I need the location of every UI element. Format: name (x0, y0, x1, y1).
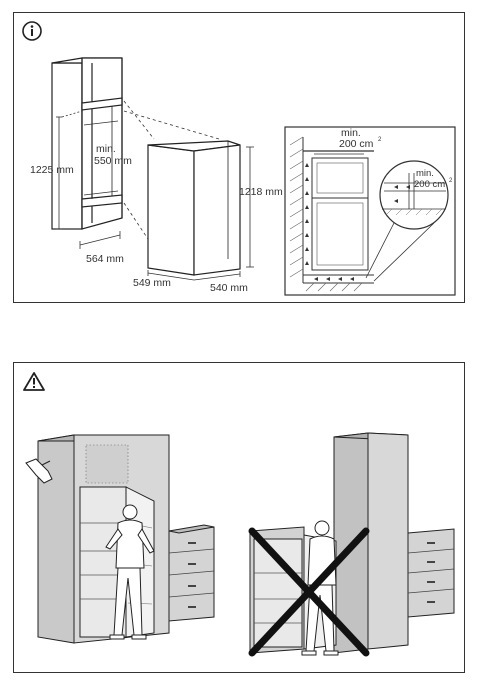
door-clearance-warning-panel (13, 362, 465, 673)
appliance-height-label: 1218 mm (239, 186, 283, 198)
correct-scene (25, 434, 215, 644)
appliance-width-label: 540 mm (210, 282, 248, 294)
detail-ventilation-superscript: 2 (449, 178, 453, 184)
appliance-height-dimension (246, 146, 254, 268)
warning-icon (23, 372, 45, 391)
top-ventilation-superscript: 2 (378, 137, 382, 143)
warning-diagram (23, 372, 455, 657)
niche-cabinet (51, 57, 123, 230)
appliance-depth-label: 549 mm (133, 277, 171, 289)
niche-width-dimension (79, 231, 121, 249)
niche-width-label: 564 mm (86, 253, 124, 265)
ventilation-inset (284, 126, 456, 296)
top-ventilation-label-line1: min. (341, 127, 361, 139)
prohibited-x-icon (248, 527, 370, 657)
niche-depth-dimension (83, 120, 119, 196)
person-correct (105, 504, 155, 640)
detail-ventilation-label-line2: 200 cm (414, 179, 445, 190)
niche-height-dimension (56, 110, 83, 230)
appliance-base-dimensions (147, 270, 241, 281)
niche-depth-label-line2: 550 mm (94, 155, 132, 167)
hand-icon (25, 458, 53, 484)
installation-dimensions-panel: 1225 mm min. 550 mm 564 mm (13, 12, 465, 303)
niche-height-label: 1225 mm (30, 164, 74, 176)
info-icon (22, 21, 42, 41)
detail-ventilation-label-line1: min. (416, 168, 434, 179)
top-ventilation-label-line2: 200 cm (339, 138, 374, 150)
installation-diagram: 1225 mm min. 550 mm 564 mm (22, 21, 456, 296)
appliance-box (147, 140, 241, 276)
incorrect-scene (248, 432, 455, 657)
transfer-dashes (123, 100, 220, 249)
niche-depth-label-line1: min. (96, 143, 116, 155)
